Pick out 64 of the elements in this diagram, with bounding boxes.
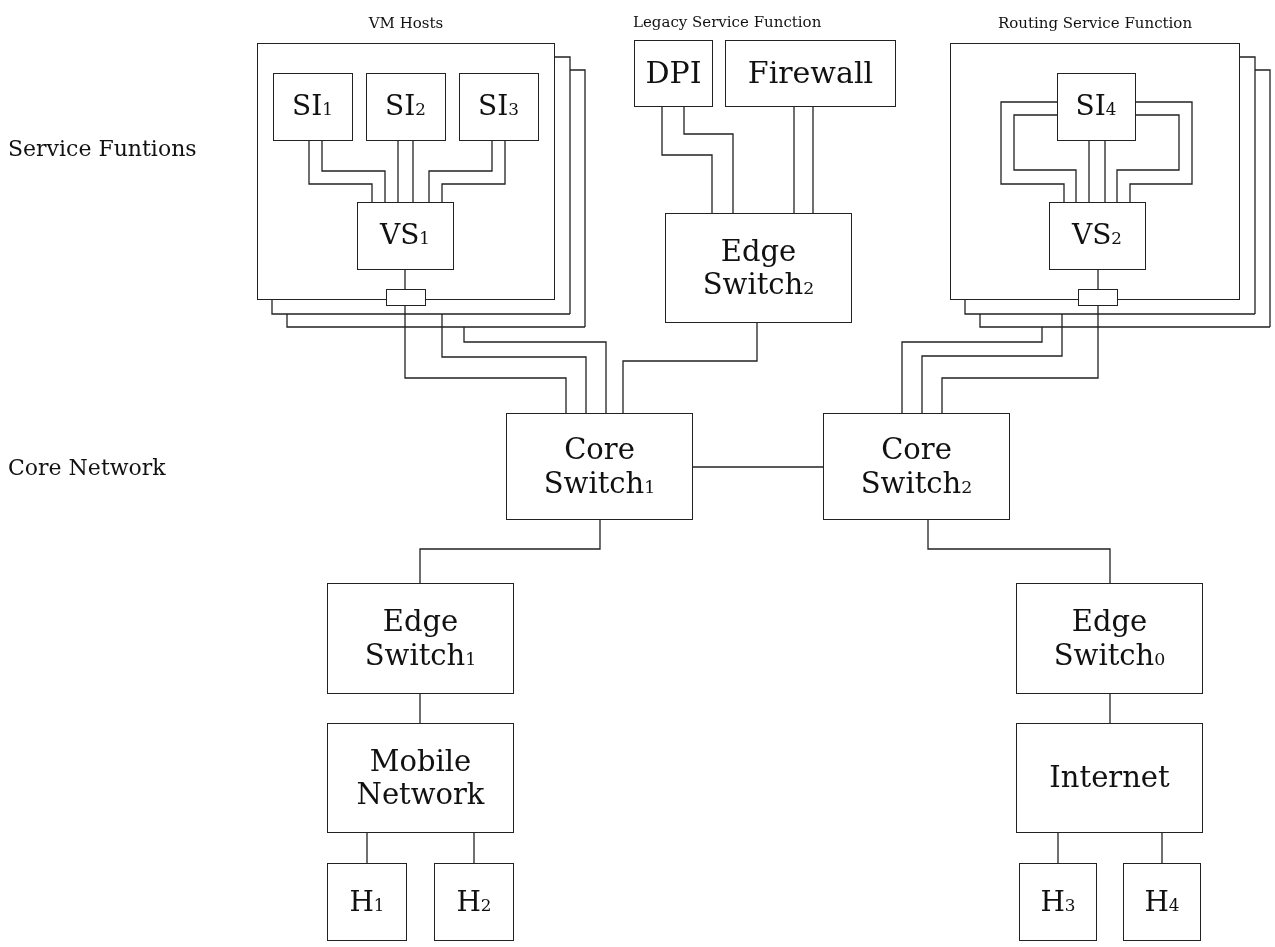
port-box <box>385 288 426 306</box>
connector-line <box>366 832 368 864</box>
connector-line <box>404 269 406 290</box>
port-box <box>1077 288 1118 306</box>
connector-line <box>941 305 1099 414</box>
host-box <box>1123 863 1201 941</box>
switch-box <box>665 213 852 323</box>
connector-line <box>1129 101 1193 203</box>
service-box <box>634 40 713 107</box>
connector-line <box>622 322 758 414</box>
node-label: DPI <box>644 56 703 91</box>
host-box <box>1019 863 1097 941</box>
node-label: Mobile Network <box>355 744 486 812</box>
connector-line <box>1104 140 1106 203</box>
connector-line <box>397 140 399 203</box>
connector-line <box>419 519 601 584</box>
service-box <box>725 40 896 107</box>
connector-line <box>1116 114 1180 203</box>
service-instance-box <box>272 72 353 141</box>
network-box <box>327 723 514 833</box>
service-instance-box <box>458 72 539 141</box>
section-label: Legacy Service Function <box>633 13 822 31</box>
connector-line <box>1013 114 1077 203</box>
connector-line <box>683 106 734 214</box>
connector-line <box>793 106 795 214</box>
connector-line <box>812 106 814 214</box>
service-instance-box <box>365 72 446 141</box>
network-box <box>1016 723 1203 833</box>
connector-line <box>441 313 587 414</box>
section-label: Core Network <box>8 455 166 480</box>
node-label: Internet <box>1048 761 1171 795</box>
switch-box <box>1016 583 1203 694</box>
switch-box <box>327 583 514 694</box>
connector-line <box>921 313 1063 414</box>
host-box <box>327 863 407 941</box>
connector-line <box>692 466 824 468</box>
connector-line <box>404 305 567 414</box>
group-title: Routing Service Function <box>996 14 1194 32</box>
connector-line <box>927 519 1111 584</box>
connector-line <box>1109 693 1111 724</box>
connector-line <box>412 140 414 203</box>
virtual-switch-box <box>1048 201 1146 270</box>
service-instance-box <box>1056 72 1136 141</box>
connector-line <box>428 140 493 203</box>
group-title: VM Hosts <box>367 14 445 32</box>
connector-line <box>1161 832 1163 864</box>
connector-line <box>419 693 421 724</box>
connector-line <box>463 326 607 414</box>
host-box <box>434 863 514 941</box>
connector-line <box>1057 832 1059 864</box>
connector-line <box>473 832 475 864</box>
connector-line <box>661 106 713 214</box>
connector-line <box>1097 269 1099 290</box>
connector-line <box>441 140 506 203</box>
connector-line <box>308 140 373 203</box>
connector-line <box>1088 140 1090 203</box>
connector-line <box>1000 101 1065 203</box>
switch-box <box>506 413 693 520</box>
connector-line <box>321 140 386 203</box>
virtual-switch-box <box>356 201 454 270</box>
connector-line <box>901 326 1043 414</box>
node-label: Firewall <box>746 56 875 91</box>
switch-box <box>823 413 1010 520</box>
section-label: Service Funtions <box>8 136 197 161</box>
